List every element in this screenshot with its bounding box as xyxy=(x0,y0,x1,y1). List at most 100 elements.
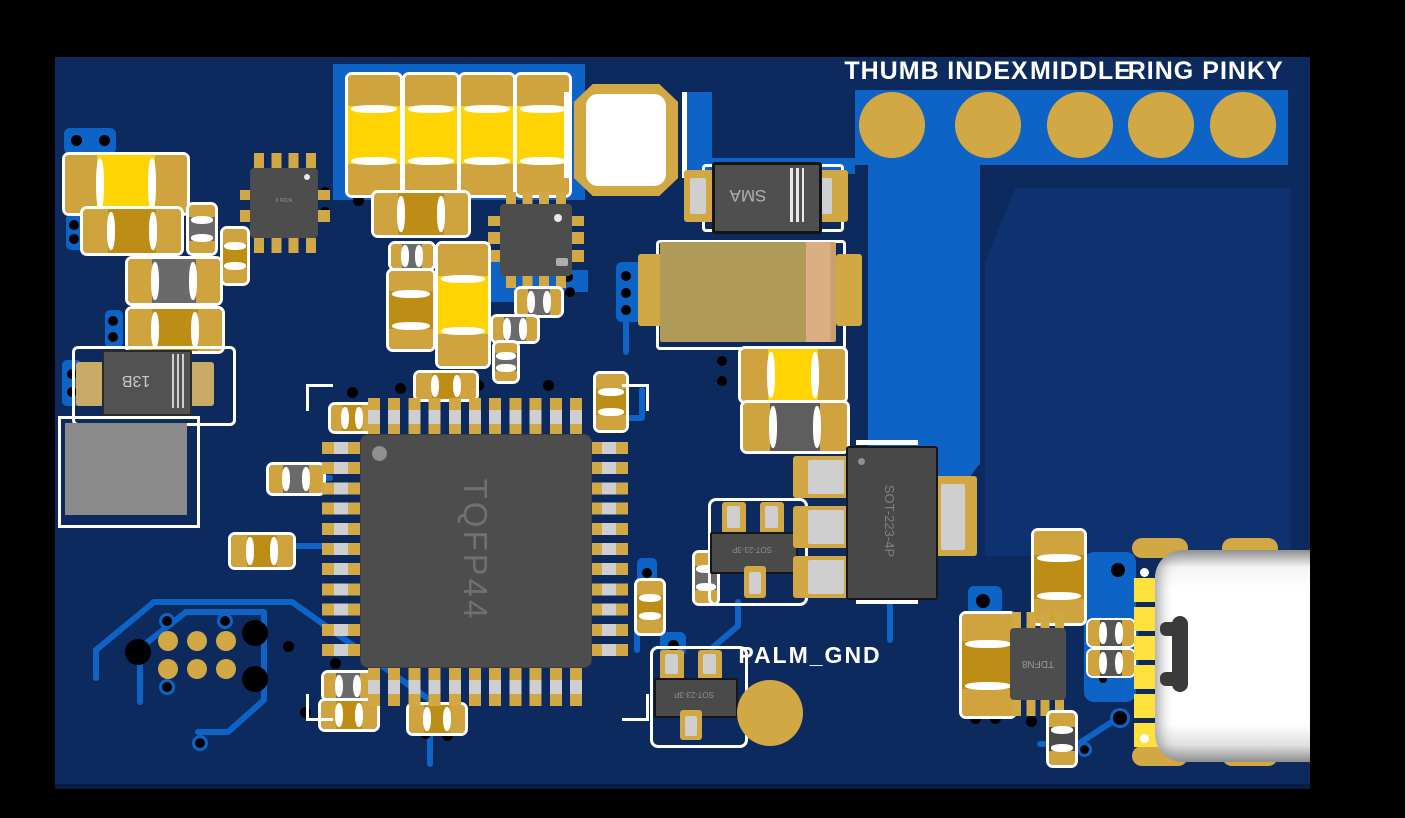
sot23-marking: SOT-23-3P xyxy=(674,690,715,700)
mcu-pins-top-leads xyxy=(368,410,582,424)
silkscreen-corner xyxy=(622,384,649,411)
via-hole xyxy=(565,287,575,297)
ic-pins xyxy=(506,192,566,204)
ic-pins xyxy=(318,190,330,222)
capacitor xyxy=(371,190,471,238)
component-lead xyxy=(727,506,740,528)
pcb-board: 8 R82A SMA xyxy=(55,57,1310,789)
silkscreen-bar xyxy=(682,92,687,178)
tdfn8-body xyxy=(1010,628,1066,700)
resistor xyxy=(514,286,564,318)
resistor xyxy=(492,340,520,384)
resistor xyxy=(318,698,380,732)
led-body xyxy=(586,94,666,186)
header-pad xyxy=(158,659,178,679)
finger-label-ring: RING xyxy=(1127,57,1195,85)
resistor xyxy=(1046,710,1078,768)
capacitor xyxy=(738,346,848,404)
cathode-stripes xyxy=(790,168,804,222)
via-hole xyxy=(563,272,573,282)
mcu-pins-bottom-leads xyxy=(368,680,582,694)
finger-label-pinky: PINKY xyxy=(1202,57,1284,85)
component-lead xyxy=(808,510,844,544)
via-hole xyxy=(283,641,294,652)
silkscreen-bar xyxy=(856,440,918,445)
mounting-hole xyxy=(125,639,151,665)
usb-tongue-arm xyxy=(1160,622,1178,636)
via-hole xyxy=(621,271,631,281)
silkscreen-bar xyxy=(856,599,918,604)
header-pad xyxy=(216,659,236,679)
via-hole xyxy=(621,305,631,315)
via-hole xyxy=(300,707,311,718)
component-pad xyxy=(638,254,664,326)
via-hole xyxy=(395,383,406,394)
silkscreen-outline xyxy=(708,498,808,606)
component-lead xyxy=(808,560,844,594)
via-hole xyxy=(108,332,118,342)
via-hole xyxy=(543,380,554,391)
via-hole xyxy=(976,594,990,608)
capacitor xyxy=(634,578,666,636)
pin1-dot xyxy=(304,174,310,180)
via-hole xyxy=(621,288,631,298)
small-ic-marking: 8 R82A xyxy=(275,198,293,204)
capacitor xyxy=(228,532,296,570)
mcu-pins-right-leads xyxy=(602,442,616,656)
sma-diode-body xyxy=(712,162,822,234)
component-lead xyxy=(765,506,778,528)
via-hole xyxy=(353,195,364,206)
capacitor xyxy=(593,371,629,433)
finger-pad-middle xyxy=(1047,92,1113,158)
via-hole-ringed xyxy=(1113,711,1127,725)
ic-pins xyxy=(572,216,584,262)
ic-pins xyxy=(240,190,252,222)
finger-pad-thumb xyxy=(859,92,925,158)
component-lead xyxy=(749,572,761,594)
resistor xyxy=(328,402,376,434)
component-lead xyxy=(685,716,697,736)
mcu-pins-left-leads xyxy=(334,442,348,656)
via-hole-ringed xyxy=(1111,563,1125,577)
pin1-dot xyxy=(554,214,562,222)
via-hole-ringed xyxy=(220,616,230,626)
resistor xyxy=(220,226,250,286)
via-hole xyxy=(717,376,727,386)
ic-pins xyxy=(506,276,566,288)
resistor xyxy=(125,256,223,306)
via-hole xyxy=(1099,675,1107,683)
finger-label-index: INDEX xyxy=(947,57,1029,85)
ic-pins xyxy=(488,216,500,262)
sot223-body xyxy=(846,446,938,600)
copper-pour-right xyxy=(985,188,1290,556)
resistor xyxy=(1086,648,1136,678)
via-hole-ringed xyxy=(162,682,172,692)
tdfn8-pins xyxy=(1012,612,1064,630)
silkscreen-corner xyxy=(622,694,649,721)
silkscreen-corner xyxy=(306,694,333,721)
header-pad xyxy=(158,631,178,651)
resistor xyxy=(80,206,184,256)
via-hole xyxy=(108,316,118,326)
header-pad xyxy=(216,631,236,651)
resistor xyxy=(125,306,225,354)
silkscreen-dot xyxy=(1140,734,1149,743)
via-hole-ringed xyxy=(1080,745,1089,754)
component-pad xyxy=(836,254,862,326)
tantalum-cap-body xyxy=(660,242,836,342)
silkscreen-bar xyxy=(564,92,569,178)
mounting-hole xyxy=(242,666,268,692)
sot223-marking: SOT-223-4P xyxy=(882,484,898,558)
component-lead xyxy=(703,654,716,674)
via-hole xyxy=(69,234,79,244)
resistor xyxy=(266,462,326,496)
resistor xyxy=(406,702,468,736)
component-lead xyxy=(808,460,844,494)
tdfn8-marking: TDFN8 xyxy=(1021,658,1055,670)
pin1-dot xyxy=(372,446,387,461)
finger-pad-pinky xyxy=(1210,92,1276,158)
via-hole xyxy=(1026,716,1037,727)
capacitor xyxy=(435,241,491,369)
via-hole-ringed xyxy=(162,616,172,626)
